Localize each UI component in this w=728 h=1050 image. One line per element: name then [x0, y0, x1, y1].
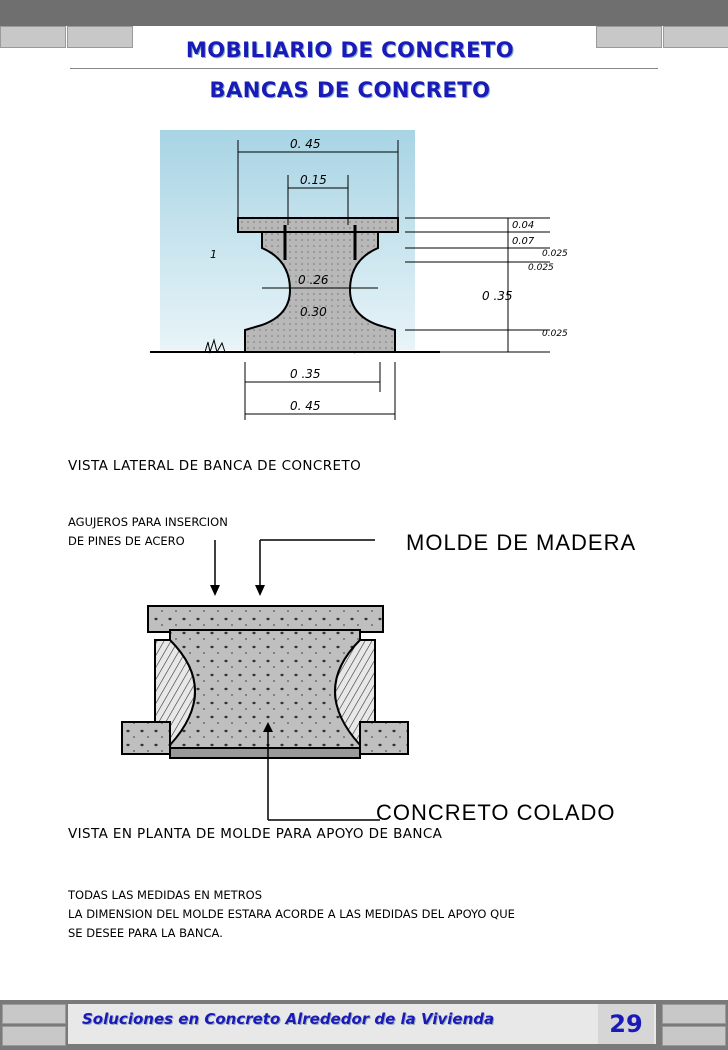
dim-007: 0.07 — [512, 236, 535, 247]
page-subtitle: BANCAS DE CONCRETO — [209, 78, 491, 102]
page-title: MOBILIARIO DE CONCRETO — [185, 38, 515, 62]
note-line-1: TODAS LAS MEDIDAS EN METROS — [68, 888, 263, 902]
dim-015: 0.15 — [300, 173, 327, 187]
dim-0025: 0.025 — [542, 249, 568, 259]
header-grid-left — [0, 26, 134, 70]
dim-004: 0.04 — [512, 220, 534, 231]
concrete-label: CONCRETO COLADO — [376, 800, 616, 825]
seat-slab — [237, 217, 399, 233]
footer-cell — [662, 1004, 726, 1024]
top-bar — [0, 0, 728, 26]
pins-label-2: DE PINES DE ACERO — [68, 534, 185, 548]
mark-1: 1 — [210, 248, 217, 261]
dim-026: 0 .26 — [298, 273, 329, 287]
dim-045-bottom: 0. 45 — [290, 399, 321, 413]
pins-label-1: AGUJEROS PARA INSERCION — [68, 515, 228, 529]
title-rule — [70, 68, 658, 69]
dim-045-top: 0. 45 — [290, 137, 321, 151]
support-body — [244, 231, 396, 353]
dim-035-right: 0 .35 — [482, 289, 513, 303]
dim-0025-low: 0.025 — [542, 329, 568, 339]
footer-box — [68, 1004, 656, 1044]
side-view-drawing: 0. 45 0.15 0 .26 0.30 0 .35 0. 45 0.04 0… — [150, 130, 568, 420]
caption-plan-view: VISTA EN PLANTA DE MOLDE PARA APOYO DE B… — [68, 826, 443, 842]
dim-030: 0.30 — [300, 305, 327, 319]
footer-cell — [2, 1004, 66, 1024]
plan-view-drawing — [121, 539, 409, 821]
header-grid-right — [596, 26, 728, 70]
dim-035-bottom: 0 .35 — [290, 367, 321, 381]
footer-text: Soluciones en Concreto Alrededor de la V… — [82, 1010, 495, 1028]
note-line-3: SE DESEE PARA LA BANCA. — [68, 926, 223, 940]
footer-cell — [662, 1026, 726, 1046]
mold-label: MOLDE DE MADERA — [406, 530, 637, 555]
caption-side-view: VISTA LATERAL DE BANCA DE CONCRETO — [68, 458, 362, 474]
page-number: 29 — [598, 1004, 654, 1044]
note-line-2: LA DIMENSION DEL MOLDE ESTARA ACORDE A L… — [68, 907, 515, 921]
footer-cell — [2, 1026, 66, 1046]
dim-0025b: 0.025 — [528, 263, 554, 273]
